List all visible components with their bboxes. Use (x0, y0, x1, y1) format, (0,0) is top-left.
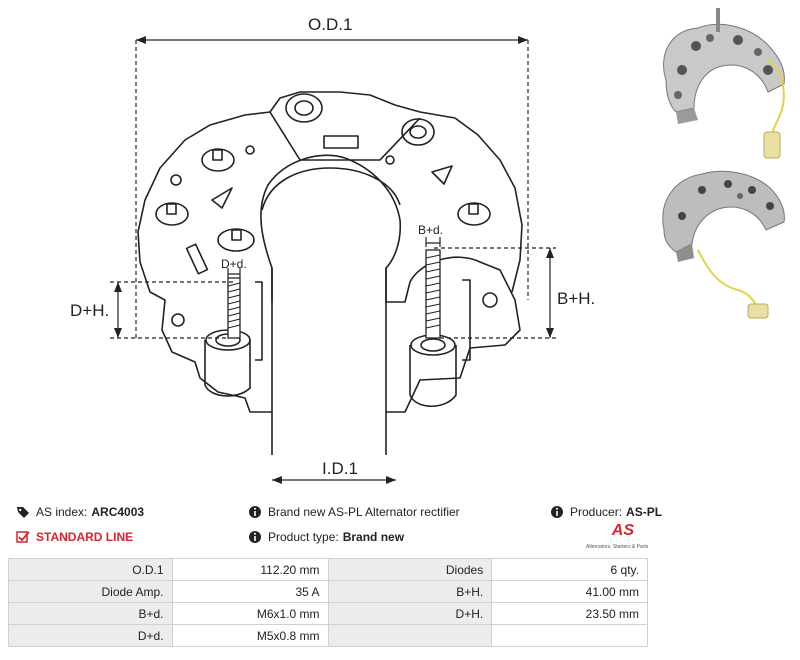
spec-value: 112.20 mm (171, 558, 329, 581)
table-row: Diode Amp. 35 A B+H. 41.00 mm (8, 580, 648, 603)
spec-label: D+d. (8, 624, 173, 647)
spec-value: 41.00 mm (491, 580, 648, 603)
table-row: D+d. M5x0.8 mm (8, 624, 648, 647)
product-type-info: Product type: Brand new (248, 530, 404, 544)
spec-label: Diode Amp. (8, 580, 173, 603)
as-index-info: AS index: ARC4003 (16, 505, 144, 519)
checkbox-icon (16, 531, 30, 543)
standard-line-label: STANDARD LINE (36, 530, 134, 544)
info-icon (249, 531, 261, 543)
bh-dimension-label: B+H. (557, 289, 595, 308)
product-type-value: Brand new (342, 530, 405, 544)
spec-label: Diodes (327, 558, 493, 581)
spec-value (491, 624, 648, 647)
spec-value: M5x0.8 mm (171, 624, 329, 647)
bd-dimension-label: B+d. (418, 223, 443, 237)
spec-label: O.D.1 (8, 558, 173, 581)
table-row: O.D.1 112.20 mm Diodes 6 qty. (8, 558, 648, 581)
spec-value: 23.50 mm (491, 602, 648, 625)
od-dimension-label: O.D.1 (308, 15, 352, 34)
dd-dimension-label: D+d. (221, 257, 247, 271)
spec-value: 35 A (171, 580, 329, 603)
as-index-label: AS index: (36, 505, 88, 519)
spec-value: 6 qty. (491, 558, 648, 581)
table-row: B+d. M6x1.0 mm D+H. 23.50 mm (8, 602, 648, 625)
spec-label: D+H. (327, 602, 493, 625)
description-info: Brand new AS-PL Alternator rectifier (248, 505, 460, 519)
spec-label: B+H. (327, 580, 493, 603)
tag-icon (17, 507, 29, 518)
as-index-value: ARC4003 (91, 505, 145, 519)
spec-label: B+d. (8, 602, 173, 625)
standard-line-info: STANDARD LINE (16, 530, 133, 544)
dh-dimension-label: D+H. (70, 301, 109, 320)
spec-table: O.D.1 112.20 mm Diodes 6 qty. Diode Amp.… (8, 558, 648, 647)
product-photos (662, 8, 785, 319)
brand-logo: AS Alternators, Starters & Parts (582, 522, 650, 552)
technical-drawing: O.D.1 I.D.1 D+H. B+H. D+d. B+d. (70, 15, 595, 484)
product-type-label: Product type: (268, 530, 339, 544)
producer-label: Producer: (570, 505, 623, 519)
info-icon (249, 506, 261, 518)
id-dimension-label: I.D.1 (322, 459, 358, 478)
producer-info: Producer: AS-PL (550, 505, 662, 519)
rectifier-photo-bottom-view (662, 170, 785, 319)
brand-logo-text: AS (611, 522, 634, 539)
description-text: Brand new AS-PL Alternator rectifier (268, 505, 460, 519)
spec-value: M6x1.0 mm (171, 602, 329, 625)
spec-label (327, 624, 493, 647)
producer-value: AS-PL (626, 505, 663, 519)
rectifier-photo-top-view (663, 8, 785, 159)
info-icon (551, 506, 563, 518)
brand-logo-tagline: Alternators, Starters & Parts (586, 544, 649, 550)
